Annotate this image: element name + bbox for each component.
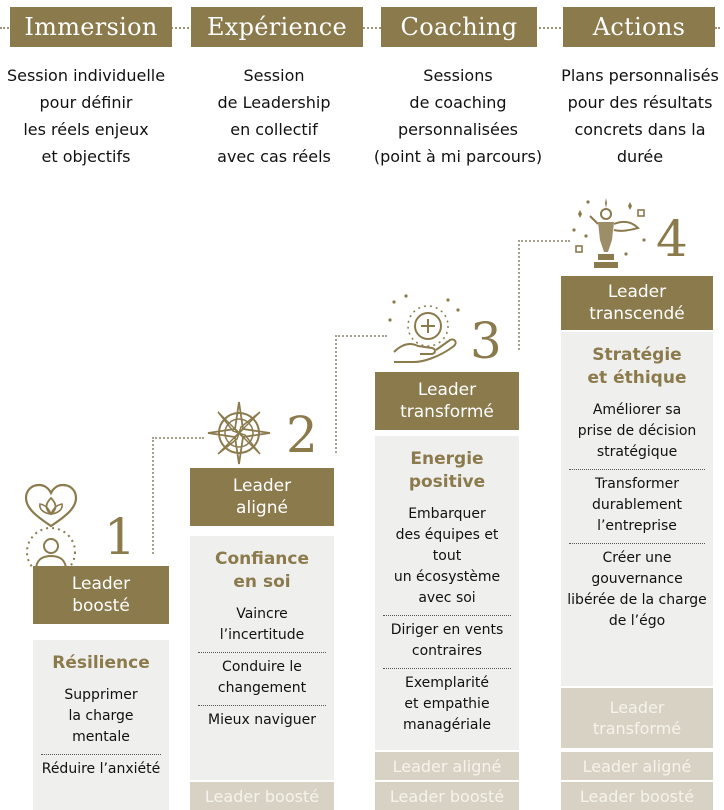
step-coaching: Coaching [381,7,537,47]
step-actions: Actions [563,7,715,47]
divider [198,652,326,653]
divider [569,469,705,470]
stair-connector [335,335,387,337]
step-experience: Expérience [191,7,363,47]
stair-connector [518,240,520,350]
step-immersion-description: Session individuelle pour définir les ré… [6,66,166,166]
level-4-number: 4 [656,210,688,268]
trophy-figure-icon [572,198,646,268]
divider [198,705,326,706]
list-item: Mieux naviguer [208,712,316,728]
stair-connector [152,437,204,439]
step-coaching-description: Sessions de coaching personnalisées (poi… [373,66,543,166]
divider [383,615,511,616]
level-3-ghost-boosted: Leader boosté [375,782,519,810]
step-experience-description: Session de Leadership en collectif avec … [217,66,331,166]
divider [569,543,705,544]
stair-connector [518,240,570,242]
level-4-ghost-aligned: Leader aligné [561,752,713,780]
divider [41,754,161,755]
divider [383,668,511,669]
hand-plus-icon [388,294,460,363]
heart-lotus-person-icon [24,483,78,572]
level-3-number: 3 [470,312,502,370]
level-2-ghost-boosted: Leader boosté [190,782,334,810]
level-4-ghost-boosted: Leader boosté [561,782,713,810]
stair-connector [335,335,337,453]
level-1-number: 1 [104,508,136,566]
step-actions-description: Plans personnalisés pour des résultats c… [561,66,719,166]
step-immersion: Immersion [10,7,172,47]
stair-connector [152,437,154,554]
list-item: Réduire l’anxiété [41,761,161,777]
compass-rose-icon [207,401,271,465]
level-1-title: Résilience [52,653,150,673]
level-2-number: 2 [286,406,318,464]
level-3-ghost-aligned: Leader aligné [375,752,519,780]
